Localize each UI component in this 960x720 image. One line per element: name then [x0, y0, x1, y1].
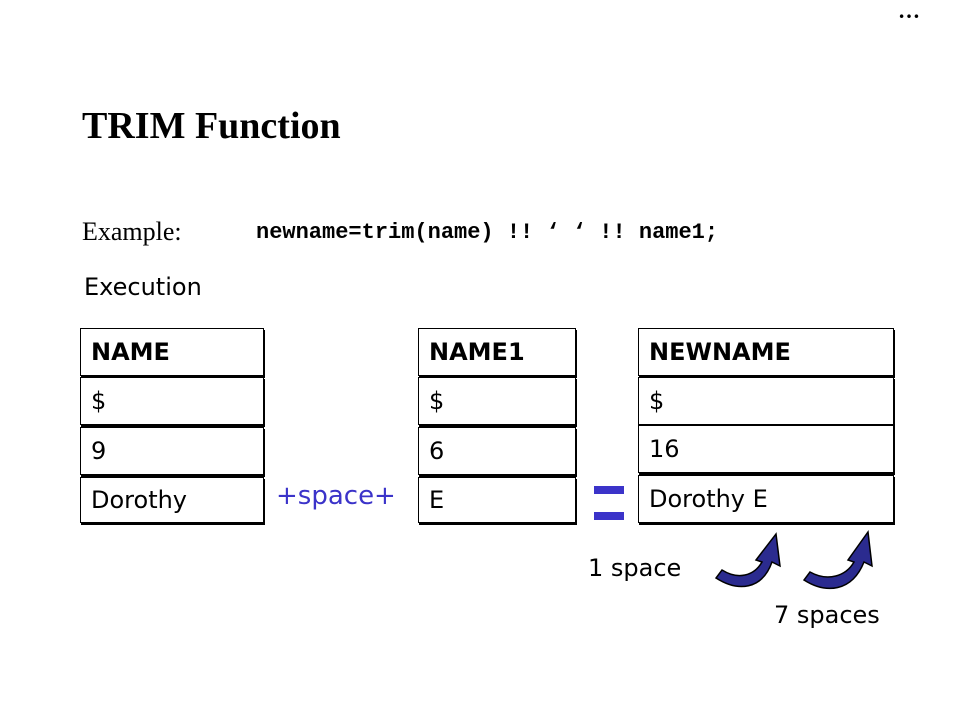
- variable-newname-header: NEWNAME: [638, 328, 894, 376]
- example-label: Example:: [82, 217, 182, 246]
- variable-name1-length: 6: [418, 427, 576, 475]
- variable-name1-type: $: [418, 377, 576, 425]
- one-space-label: 1 space: [588, 554, 682, 582]
- variable-name-length: 9: [80, 427, 264, 475]
- slide-title: TRIM Function: [82, 105, 341, 147]
- variable-name1-header: NAME1: [418, 328, 576, 376]
- plus-space-label: +space+: [276, 481, 396, 511]
- variable-newname-type: $: [638, 377, 894, 425]
- code-statement: newname=trim(name) !! ‘ ‘ !! name1;: [256, 220, 719, 245]
- variable-newname-value: Dorothy E: [638, 475, 894, 523]
- equals-icon: [594, 484, 624, 522]
- variable-name-value: Dorothy: [80, 477, 264, 523]
- curved-arrow-icon: [714, 532, 781, 588]
- variable-newname-length: 16: [638, 425, 894, 473]
- variable-name-header: NAME: [80, 328, 264, 376]
- variable-name1-value: E: [418, 477, 576, 523]
- execution-label: Execution: [84, 273, 202, 301]
- arrows-group: [714, 529, 873, 590]
- variable-name-type: $: [80, 377, 264, 425]
- curved-arrow-icon: [802, 529, 873, 590]
- seven-spaces-label: 7 spaces: [774, 601, 880, 629]
- slide-ellipsis: …: [898, 0, 920, 23]
